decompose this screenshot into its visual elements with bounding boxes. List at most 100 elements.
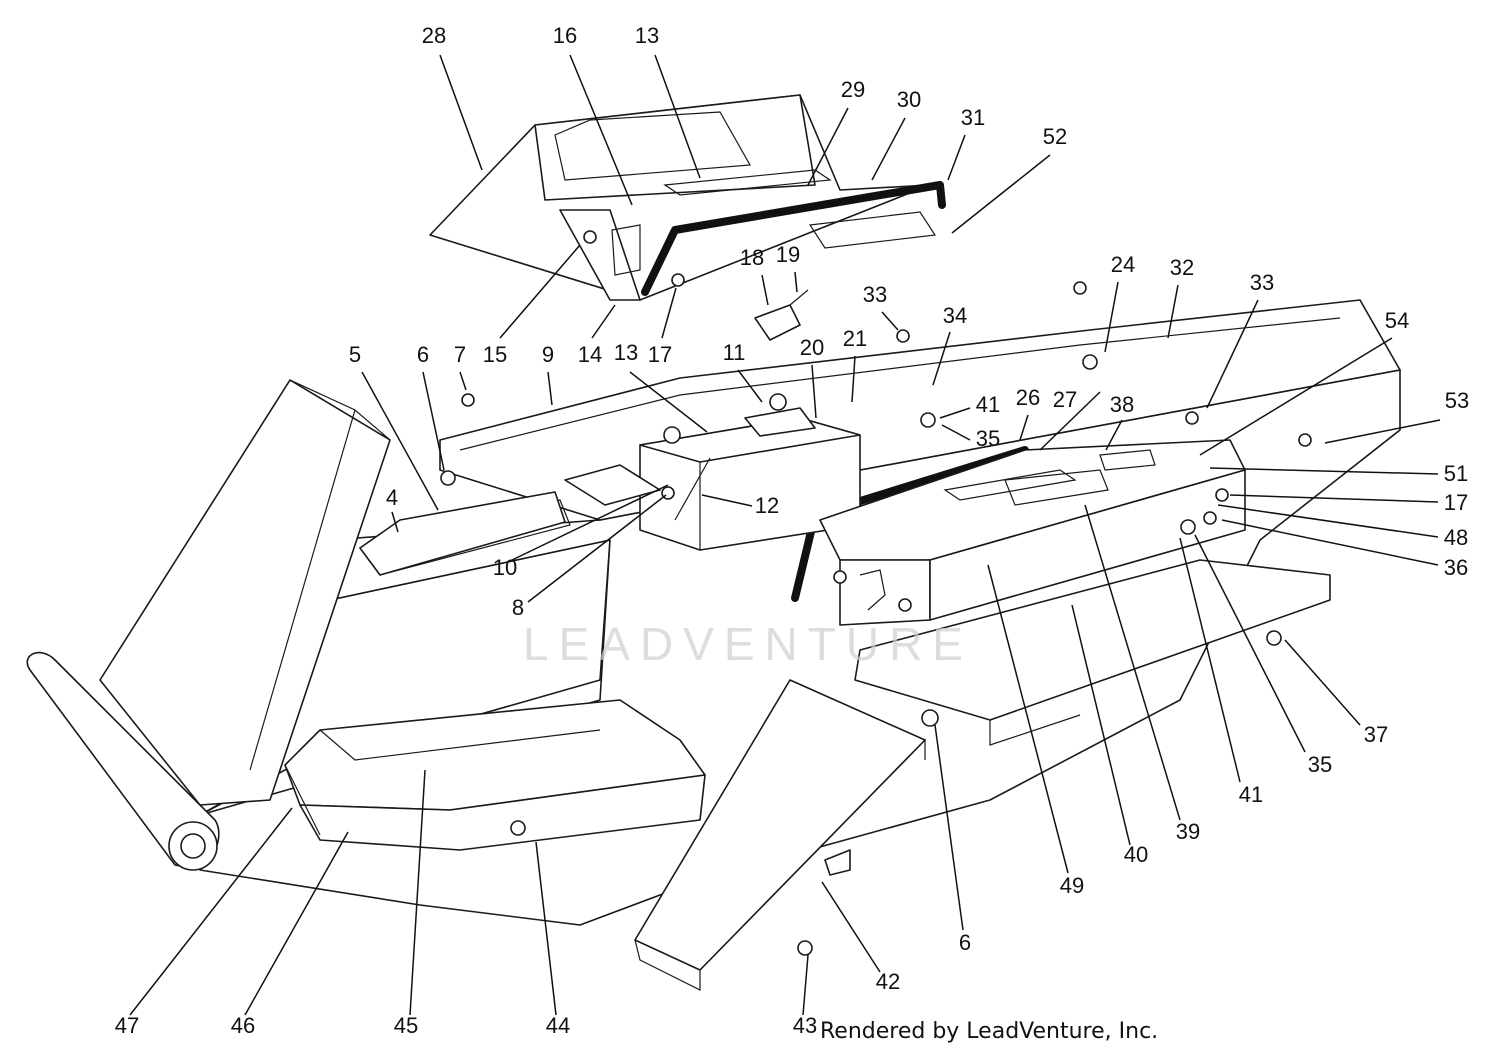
callout-52: 52: [1043, 124, 1067, 149]
leader-line-41: [939, 407, 971, 419]
leader-line-30: [871, 117, 906, 181]
callout-9: 9: [542, 342, 554, 367]
leader-line-45: [409, 769, 426, 1016]
callout-14: 14: [578, 342, 602, 367]
callout-5: 5: [349, 342, 361, 367]
callout-27: 27: [1053, 387, 1077, 412]
callout-51: 51: [1444, 461, 1468, 486]
callout-45: 45: [394, 1013, 418, 1038]
leader-line-31: [947, 134, 966, 181]
callout-13: 13: [614, 340, 638, 365]
leader-line-43: [802, 954, 809, 1016]
callout-30: 30: [897, 87, 921, 112]
leader-lines: [129, 54, 1441, 1016]
callout-18: 18: [740, 245, 764, 270]
watermark: LEADVENTURE: [523, 618, 973, 670]
callout-11: 11: [723, 340, 746, 365]
leader-line-26: [1019, 414, 1029, 441]
callout-35: 35: [1308, 752, 1332, 777]
callout-47: 47: [115, 1013, 139, 1038]
left-ramp: [99, 379, 391, 806]
battery-tray: [564, 457, 711, 521]
leader-line-39: [1084, 504, 1181, 821]
hood-cover: [819, 439, 1246, 626]
leader-line-9: [547, 371, 553, 406]
leader-line-10: [511, 484, 669, 561]
callout-13: 13: [635, 23, 659, 48]
battery: [639, 393, 861, 551]
callout-44: 44: [546, 1013, 570, 1038]
callout-17: 17: [1444, 490, 1468, 515]
leader-line-27: [1039, 391, 1101, 451]
callout-7: 7: [454, 342, 466, 367]
callout-20: 20: [800, 335, 824, 360]
callout-43: 43: [793, 1013, 817, 1038]
leader-line-17: [1229, 494, 1439, 503]
leader-line-48: [1217, 504, 1439, 538]
callout-48: 48: [1444, 525, 1468, 550]
leader-line-35: [941, 424, 971, 441]
leader-line-53: [1324, 419, 1441, 444]
callout-38: 38: [1110, 392, 1134, 417]
callout-41: 41: [976, 392, 1000, 417]
leader-line-51: [1209, 467, 1439, 475]
callout-36: 36: [1444, 555, 1468, 580]
leader-line-14: [591, 304, 616, 339]
callout-35: 35: [976, 426, 1000, 451]
leader-line-32: [1167, 284, 1179, 339]
render-credit: Rendered by LeadVenture, Inc.: [820, 1019, 1158, 1044]
callout-24: 24: [1111, 252, 1135, 277]
callout-34: 34: [943, 303, 967, 328]
callout-12: 12: [755, 493, 779, 518]
callout-32: 32: [1170, 255, 1194, 280]
leader-line-6: [422, 371, 445, 471]
leader-line-8: [527, 494, 667, 603]
callout-10: 10: [493, 555, 517, 580]
callout-40: 40: [1124, 842, 1148, 867]
leader-line-36: [1221, 519, 1439, 566]
dash-seal-strip: [641, 181, 946, 296]
leader-line-37: [1284, 639, 1361, 726]
leader-line-13: [654, 54, 701, 179]
callout-16: 16: [553, 23, 577, 48]
callout-33: 33: [1250, 270, 1274, 295]
callout-37: 37: [1364, 722, 1388, 747]
callout-53: 53: [1445, 388, 1469, 413]
callout-42: 42: [876, 969, 900, 994]
front-pan: [284, 699, 706, 851]
leader-line-19: [794, 271, 798, 293]
front-ramp: [634, 679, 926, 991]
leader-line-41: [1179, 537, 1241, 783]
right-shelf: [854, 559, 1331, 746]
callout-49: 49: [1060, 873, 1084, 898]
callout-41: 41: [1239, 782, 1263, 807]
callout-4: 4: [386, 485, 398, 510]
callout-19: 19: [776, 242, 800, 267]
leader-line-21: [851, 355, 856, 403]
leader-line-12: [701, 494, 753, 507]
leader-line-46: [244, 831, 349, 1016]
leader-line-40: [1071, 604, 1131, 846]
leader-line-44: [535, 841, 557, 1016]
callout-8: 8: [512, 595, 524, 620]
callout-31: 31: [961, 105, 985, 130]
callout-6: 6: [417, 342, 429, 367]
leader-line-5: [361, 371, 439, 511]
leader-line-11: [737, 369, 763, 403]
leader-line-17: [661, 287, 677, 339]
leader-line-33: [1206, 299, 1259, 409]
leader-line-15: [499, 244, 581, 339]
leader-line-20: [811, 364, 817, 419]
leader-line-28: [439, 54, 483, 171]
leader-line-4: [391, 511, 399, 533]
callout-46: 46: [231, 1013, 255, 1038]
leader-line-47: [129, 807, 293, 1016]
callout-21: 21: [843, 326, 867, 351]
leader-line-18: [761, 274, 769, 306]
leader-line-29: [807, 107, 849, 186]
ignition-key: [754, 289, 809, 341]
leader-line-42: [821, 881, 881, 973]
leader-line-7: [459, 371, 467, 391]
callout-15: 15: [483, 342, 507, 367]
